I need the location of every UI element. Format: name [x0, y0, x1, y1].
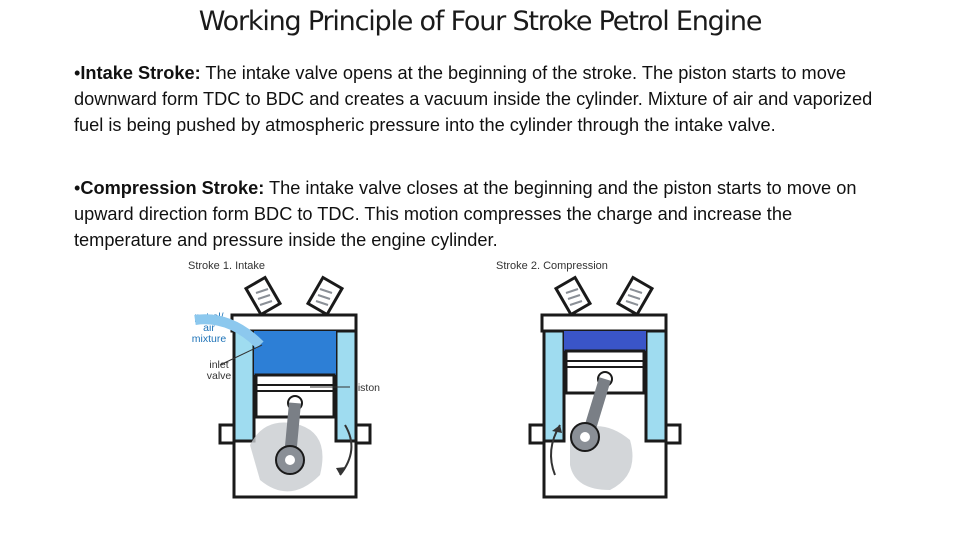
bullet: •	[74, 63, 81, 83]
intake-flow-arrow	[194, 314, 264, 349]
bullet: •	[74, 178, 81, 198]
compression-stroke-paragraph: •Compression Stroke: The intake valve cl…	[74, 175, 884, 253]
compression-caption: Stroke 2. Compression	[496, 260, 608, 272]
compression-text: The intake valve closes at the beginning…	[74, 178, 857, 250]
cylinder-wall-left	[232, 329, 256, 443]
intake-heading: Intake Stroke:	[80, 63, 201, 83]
intake-valve	[243, 275, 345, 317]
crankcase	[218, 423, 372, 499]
cylinder-wall-right	[334, 329, 358, 443]
closed-valves	[553, 275, 655, 317]
valve-spring-icon	[255, 288, 333, 306]
intake-caption: Stroke 1. Intake	[188, 260, 266, 272]
cylinder-head	[230, 313, 358, 333]
slide-title: Working Principle of Four Stroke Petrol …	[198, 6, 763, 37]
cylinder-head	[540, 313, 668, 333]
inlet-valve-label: inlet valve	[206, 359, 232, 382]
air-fuel-charge	[254, 331, 336, 375]
crankcase	[528, 423, 682, 499]
intake-stroke-paragraph: •Intake Stroke: The intake valve opens a…	[74, 60, 884, 138]
compression-heading: Compression Stroke:	[80, 178, 265, 198]
compressed-charge	[564, 331, 646, 351]
compression-engine-diagram	[528, 275, 682, 499]
cylinder-wall-left	[542, 329, 566, 443]
piston-label: piston	[352, 382, 381, 394]
cylinder-wall-right	[644, 329, 668, 443]
intake-text: The intake valve opens at the beginning …	[74, 63, 873, 135]
intake-engine-diagram	[194, 275, 372, 499]
valve-spring-icon	[565, 288, 643, 306]
